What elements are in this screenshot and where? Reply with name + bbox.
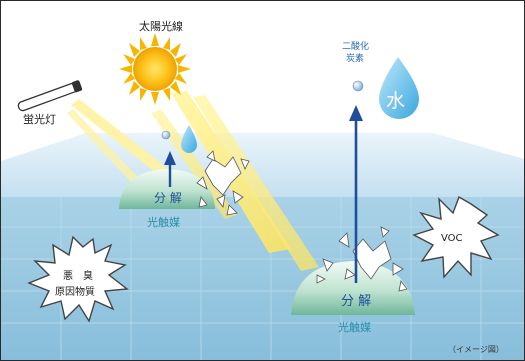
voc-label: VOC [441, 233, 463, 244]
decompose-label-right: 分 解 [341, 294, 372, 309]
fluorescent-lamp-label: 蛍光灯 [23, 113, 56, 126]
photocatalyst-dome-left [119, 169, 215, 209]
decompose-label-left: 分 解 [154, 191, 182, 205]
shattered-particles-left [196, 150, 250, 216]
sun-label: 太陽光線 [139, 20, 183, 33]
arrow-up-right [349, 105, 363, 283]
image-caption: （イメージ図） [448, 345, 504, 354]
sun-icon [119, 33, 191, 105]
odor-source-burst [27, 235, 129, 323]
water-label: 水 [386, 90, 406, 112]
photocatalyst-label-right: 光触媒 [338, 321, 371, 334]
photocatalyst-label-left: 光触媒 [147, 216, 180, 229]
arrow-up-left [164, 151, 176, 187]
odor-label-line1: 悪 臭 [63, 271, 93, 282]
odor-label-line2: 原因物質 [55, 287, 95, 298]
co2-bubble-right [352, 80, 364, 92]
fluorescent-lamp-icon [17, 80, 83, 112]
shattered-particles-right [316, 226, 408, 292]
surface-front [1, 197, 524, 360]
co2-label-line2: 炭素 [346, 54, 365, 64]
lamp-beams [67, 99, 171, 195]
water-drop-right-icon [379, 57, 419, 119]
photocatalyst-dome-right [291, 261, 415, 315]
voc-burst [412, 195, 500, 279]
water-drop-left-icon [181, 125, 197, 153]
co2-label-line1: 二酸化 [342, 42, 370, 52]
co2-bubble-left [161, 130, 171, 140]
